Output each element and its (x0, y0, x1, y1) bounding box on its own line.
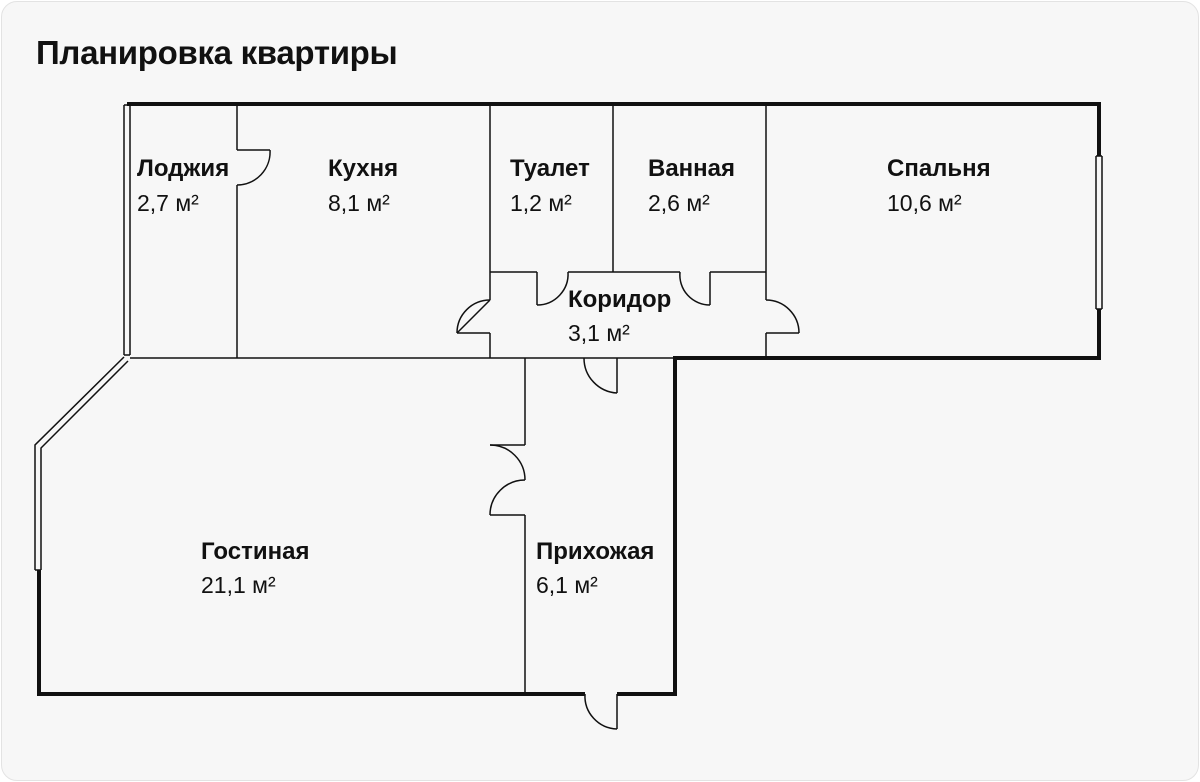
window-bay (34, 356, 129, 571)
room-hallway: Прихожая 6,1 м² (536, 538, 654, 598)
room-bedroom: Спальня 10,6 м² (887, 155, 991, 216)
door-kitchen-corridor (456, 299, 491, 334)
room-area: 2,6 м² (648, 190, 710, 216)
room-area: 6,1 м² (536, 572, 598, 598)
room-name: Прихожая (536, 538, 654, 565)
page-title: Планировка квартиры (36, 34, 398, 71)
room-area: 2,7 м² (137, 190, 199, 216)
window-bedroom (1095, 155, 1103, 310)
room-kitchen: Кухня 8,1 м² (328, 155, 398, 216)
room-area: 3,1 м² (568, 320, 630, 346)
door-living-room (489, 444, 526, 516)
room-toilet: Туалет 1,2 м² (510, 155, 590, 216)
window-loggia (123, 104, 131, 356)
room-living-room: Гостиная 21,1 м² (201, 538, 309, 598)
room-name: Гостиная (201, 538, 309, 565)
entrance-door (584, 690, 618, 730)
door-bedroom (765, 299, 800, 334)
room-name: Коридор (568, 286, 671, 313)
room-name: Кухня (328, 155, 398, 182)
door-toilet (536, 271, 569, 306)
room-name: Спальня (887, 155, 991, 182)
room-area: 8,1 м² (328, 190, 390, 216)
room-loggia: Лоджия 2,7 м² (137, 155, 229, 216)
room-bathroom: Ванная 2,6 м² (648, 155, 735, 216)
door-corridor-hall (583, 357, 618, 394)
room-area: 1,2 м² (510, 190, 572, 216)
interior-walls (130, 104, 767, 694)
door-loggia (236, 149, 271, 186)
room-area: 21,1 м² (201, 572, 276, 598)
room-area: 10,6 м² (887, 190, 962, 216)
room-corridor: Коридор 3,1 м² (568, 286, 671, 346)
room-name: Ванная (648, 155, 735, 182)
room-name: Туалет (510, 155, 590, 182)
door-bathroom (679, 271, 711, 306)
room-name: Лоджия (137, 155, 229, 182)
